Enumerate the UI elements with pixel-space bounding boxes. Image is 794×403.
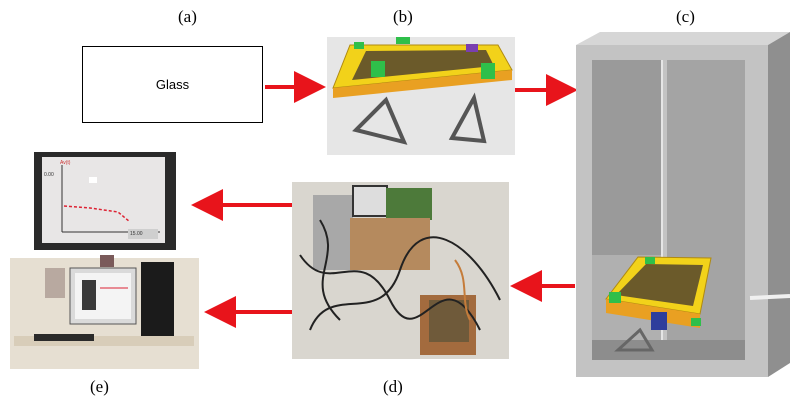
- label-e: (e): [90, 377, 109, 396]
- electronics-photo: [292, 182, 509, 359]
- screen-x-tick: 15.00: [130, 231, 143, 237]
- monitor-screen-photo: [34, 152, 176, 250]
- glass-holder-render: [327, 37, 515, 155]
- label-a: (a): [178, 7, 197, 26]
- glass-box: Glass: [82, 46, 263, 123]
- flow-arrows: [191, 71, 578, 328]
- workstation-photo: [10, 255, 199, 369]
- label-b: (b): [393, 7, 413, 26]
- label-d: (d): [383, 377, 403, 396]
- label-c: (c): [676, 7, 695, 26]
- glass-label: Glass: [155, 77, 190, 92]
- screen-y-label: Av(t): [60, 160, 71, 166]
- cabinet-render: [576, 32, 791, 377]
- screen-y-tick: 0.00: [44, 172, 54, 178]
